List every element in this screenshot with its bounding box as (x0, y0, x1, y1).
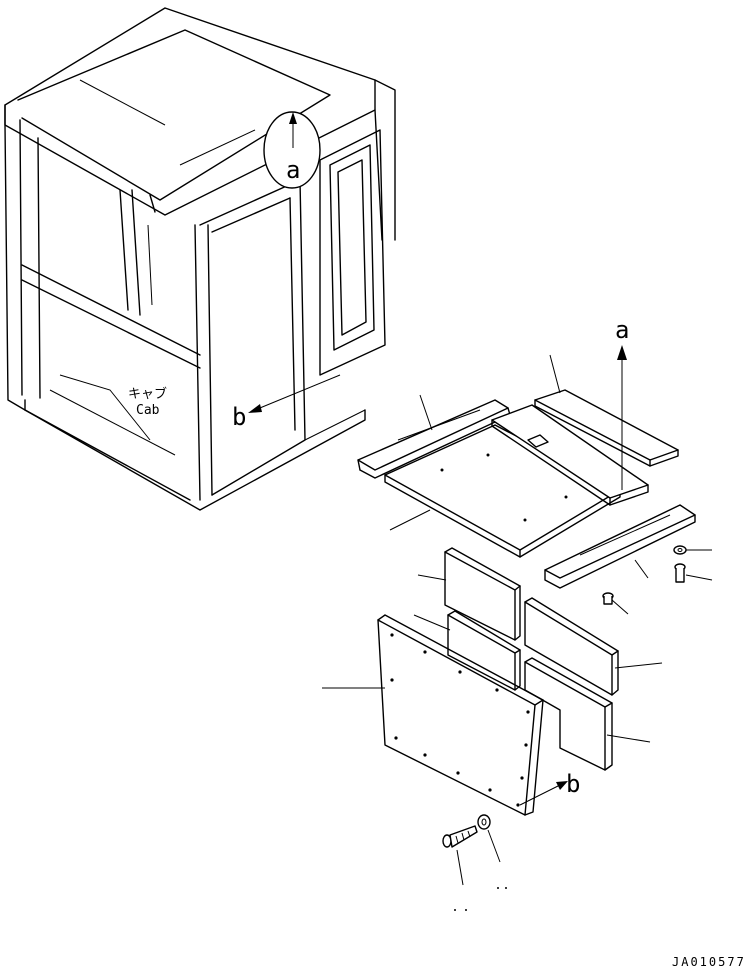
speck (497, 887, 499, 889)
washer-bottom (477, 814, 491, 830)
leader-bolt-floor (611, 599, 629, 615)
marker-a-arrow-parts (617, 345, 627, 490)
leader-top-strip (549, 354, 561, 394)
speck (454, 909, 456, 911)
leader-screw (456, 849, 464, 886)
cab-assembly (4, 7, 396, 511)
insulation-pad-2 (447, 610, 521, 691)
marker-b-arrow-cab (248, 374, 341, 413)
marker-b-arrow-parts (519, 781, 568, 806)
leader-pad-3 (614, 662, 663, 669)
screw-bottom (442, 825, 478, 848)
marker-a-parts-label: a (615, 316, 629, 344)
leader-floor-plate (389, 509, 431, 531)
marker-b-cab-label: b (232, 403, 246, 431)
bolt-right (674, 563, 686, 583)
bolt-floor (602, 592, 614, 605)
insulation-pad-3 (524, 597, 619, 696)
speck (505, 887, 507, 889)
speck (465, 909, 467, 911)
marker-a-top-label: a (286, 156, 300, 184)
leader-left-bracket (419, 394, 433, 431)
right-floor-bracket (544, 504, 696, 589)
leader-pad-4 (606, 734, 651, 743)
top-floor-strip (534, 389, 679, 467)
leader-right-bracket (634, 559, 649, 579)
marker-b-parts-label: b (566, 770, 580, 798)
cab-label-en: Cab (136, 403, 160, 418)
left-floor-bracket (357, 399, 511, 479)
cab-label-jp: キャブ (128, 386, 167, 402)
insulation-pad-1 (444, 547, 521, 641)
leader-washer-bottom (487, 829, 501, 863)
marker-a-arrow-top (289, 112, 297, 148)
washer-right (673, 545, 687, 555)
leader-bolt-right (685, 574, 713, 581)
side-cover-panel (377, 614, 544, 816)
leader-pad-2 (413, 614, 451, 631)
leader-pad-1 (417, 574, 447, 581)
drawing-code: JA010577 (672, 955, 746, 969)
front-floor-panel (491, 404, 649, 506)
